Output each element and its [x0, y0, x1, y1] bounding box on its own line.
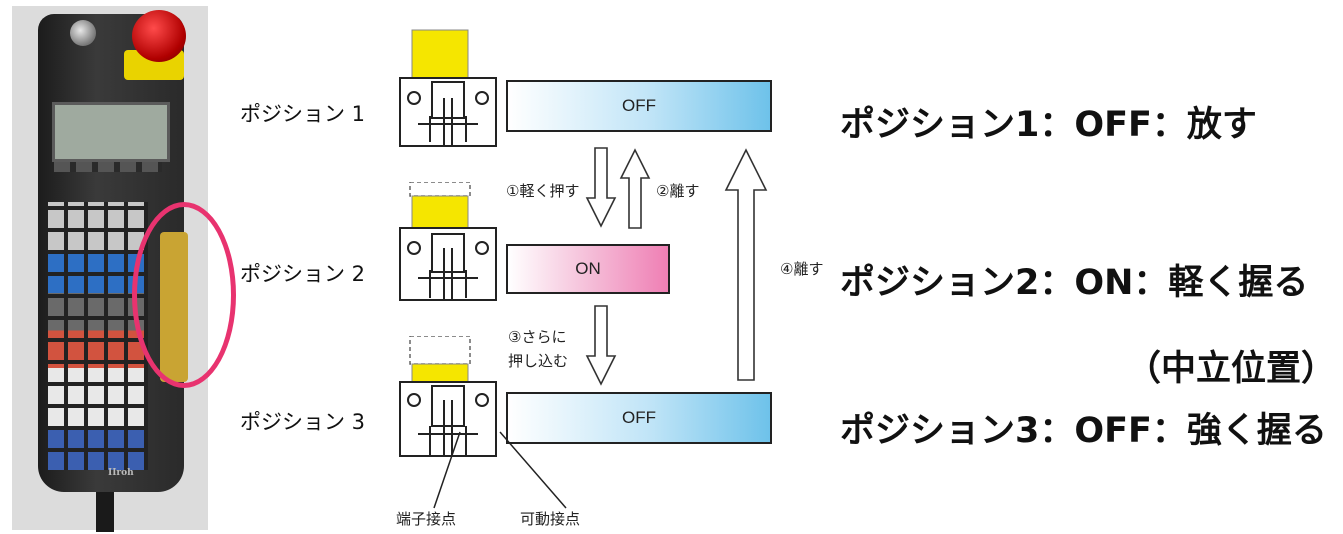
keypad — [48, 202, 148, 470]
state-bar-3-text: OFF — [622, 408, 656, 428]
state-bar-1-text: OFF — [622, 96, 656, 116]
neutral-position-note: （中立位置） — [1126, 340, 1336, 391]
state-bar-position-1: OFF — [506, 80, 772, 132]
teaching-pendant-photo: IIroh — [12, 6, 208, 530]
pendant-brand: IIroh — [108, 468, 134, 478]
emergency-stop-icon — [132, 10, 186, 62]
switch-position-2-icon — [396, 182, 500, 308]
step3-label-line1: ③さらに — [508, 326, 566, 348]
state-bar-2-text: ON — [575, 259, 601, 279]
highlight-ring — [132, 202, 236, 388]
position-2-label: ポジション 2 — [240, 258, 365, 288]
terminal-contact-label: 端子接点 — [396, 508, 456, 530]
arrow-down-step3-icon — [586, 306, 616, 386]
lcd-screen — [52, 102, 170, 162]
key-switch-icon — [70, 20, 96, 46]
contact-leader-lines — [420, 428, 620, 518]
arrow-down-step1-icon — [586, 148, 616, 228]
switch-position-1-icon — [396, 28, 500, 150]
arrow-up-step4-icon — [724, 148, 768, 380]
position-1-label: ポジション 1 — [240, 98, 365, 128]
function-keys — [54, 162, 162, 172]
summary-position-2: ポジション2：ON：軽く握る — [840, 254, 1308, 305]
step1-label: ①軽く押す — [506, 180, 579, 202]
arrow-up-step2-icon — [620, 148, 650, 228]
step3-label-line2: 押し込む — [508, 350, 568, 372]
state-bar-position-2: ON — [506, 244, 670, 294]
position-3-label: ポジション 3 — [240, 406, 365, 436]
step2-label: ②離す — [656, 180, 699, 202]
step4-label: ④離す — [780, 258, 823, 280]
summary-position-1: ポジション1：OFF：放す — [840, 96, 1257, 147]
movable-contact-label: 可動接点 — [520, 508, 580, 530]
pendant-cable — [96, 492, 114, 532]
summary-position-3: ポジション3：OFF：強く握る — [840, 402, 1327, 453]
